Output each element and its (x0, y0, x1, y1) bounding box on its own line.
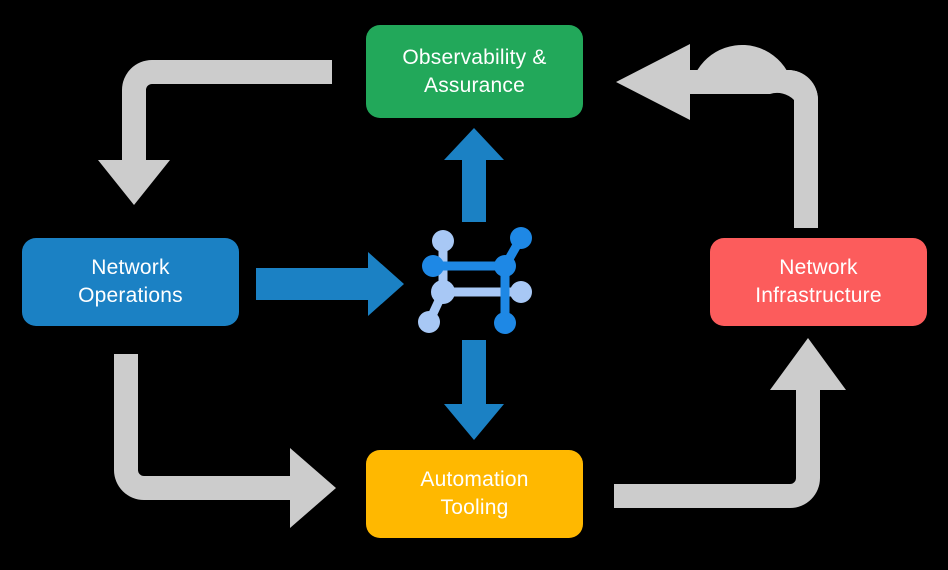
observability-assurance-box[interactable]: Observability & Assurance (366, 25, 583, 118)
arrow-observability-to-operations (98, 60, 332, 205)
arrow-center-to-automation (444, 340, 504, 440)
automation-tooling-label: Automation Tooling (420, 468, 529, 519)
arrow-center-to-observability (444, 128, 504, 222)
arrow-operations-to-automation (114, 354, 336, 528)
arrow-automation-to-infrastructure (614, 338, 846, 508)
arrow-infrastructure-to-observability (616, 44, 818, 228)
network-operations-label: Network Operations (78, 256, 183, 307)
network-infrastructure-box[interactable]: Network Infrastructure (710, 238, 927, 326)
network-operations-box[interactable]: Network Operations (22, 238, 239, 326)
automation-tooling-box[interactable]: Automation Tooling (366, 450, 583, 538)
network-infrastructure-label: Network Infrastructure (755, 256, 882, 307)
network-topology-icon (418, 227, 532, 334)
observability-assurance-label: Observability & Assurance (402, 45, 547, 97)
arrow-operations-to-center (256, 252, 404, 316)
